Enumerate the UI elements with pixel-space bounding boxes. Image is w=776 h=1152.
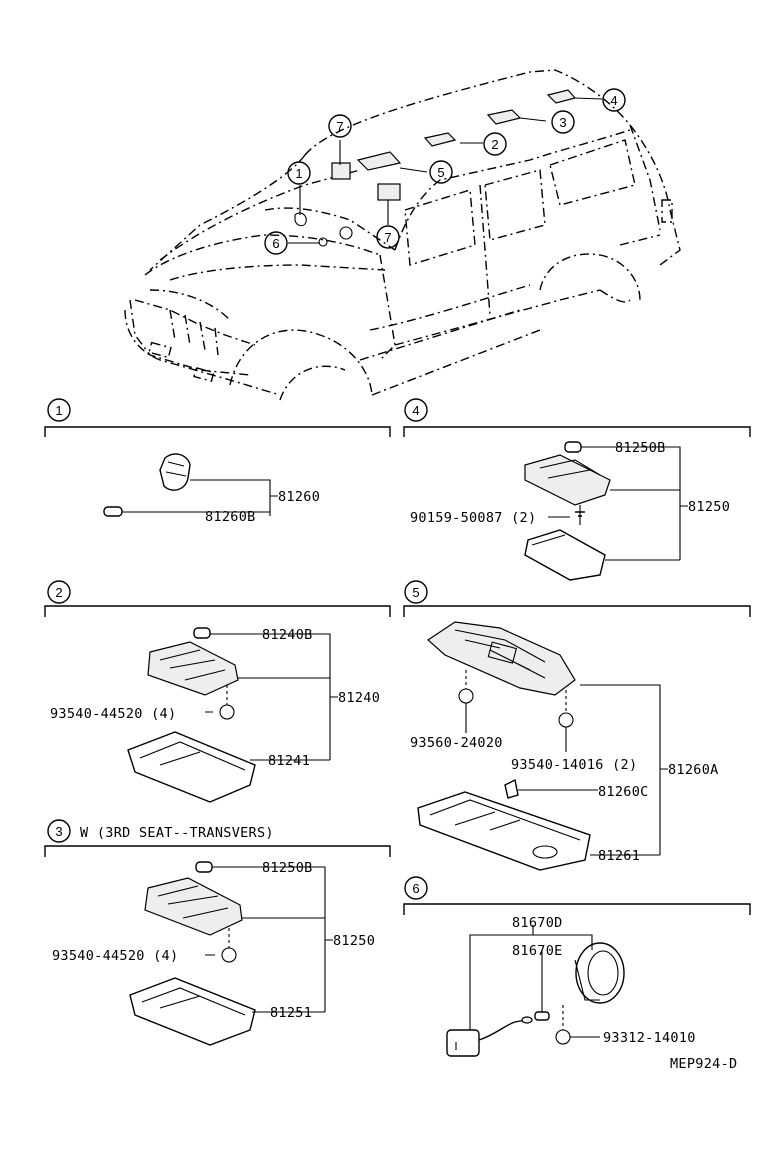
housing-part — [144, 877, 243, 936]
svg-text:4: 4 — [610, 93, 617, 108]
svg-text:93312-14010: 93312-14010 — [603, 1030, 696, 1046]
svg-text:81670E: 81670E — [512, 943, 563, 959]
svg-text:1: 1 — [55, 403, 62, 418]
callout-7-bottom: 7 — [376, 225, 400, 249]
bulb-part — [103, 506, 123, 517]
svg-text:6: 6 — [412, 881, 419, 896]
svg-text:2: 2 — [491, 137, 498, 152]
callout-6: 6 — [264, 231, 288, 255]
section-2: 2 81240B 81240 93540-44520 (4) 81241 — [44, 580, 391, 803]
bulb-part — [504, 778, 519, 799]
bulb-part — [534, 1011, 550, 1021]
svg-text:81250B: 81250B — [262, 860, 313, 876]
bulb-part — [193, 627, 211, 639]
section-5: 5 93560-24020 93540-14016 (2) 81260A 812… — [403, 580, 751, 871]
callout-4: 4 — [602, 88, 626, 112]
section-1: 1 81260 81260B — [44, 398, 391, 525]
svg-text:5: 5 — [437, 165, 444, 180]
section-4: 4 81250B 81250 90159-50087 (2) — [403, 398, 751, 581]
svg-text:93540-44520 (4): 93540-44520 (4) — [50, 706, 176, 722]
connector-part — [446, 1029, 480, 1057]
housing-part — [427, 621, 576, 696]
svg-text:81261: 81261 — [598, 848, 640, 864]
svg-text:90159-50087 (2): 90159-50087 (2) — [410, 510, 536, 526]
callout-5: 5 — [429, 160, 453, 184]
svg-text:1: 1 — [295, 166, 302, 181]
section-3-note: W (3RD SEAT--TRANSVERS) — [80, 825, 274, 841]
svg-text:5: 5 — [412, 585, 419, 600]
svg-text:3: 3 — [559, 115, 566, 130]
svg-text:2: 2 — [55, 585, 62, 600]
svg-text:6: 6 — [272, 236, 279, 251]
svg-text:81670D: 81670D — [512, 915, 563, 931]
housing-part — [147, 641, 239, 696]
svg-text:3: 3 — [55, 824, 62, 839]
socket-part — [159, 453, 191, 491]
svg-text:81250B: 81250B — [615, 440, 666, 456]
svg-text:81250: 81250 — [688, 499, 730, 515]
svg-text:93540-14016 (2): 93540-14016 (2) — [511, 757, 637, 773]
lens-part — [127, 731, 256, 803]
bulb-part — [195, 861, 213, 873]
callout-1: 1 — [287, 161, 311, 185]
svg-text:7: 7 — [384, 230, 391, 245]
housing-part — [524, 454, 611, 506]
callout-2: 2 — [483, 132, 507, 156]
vehicle-illustration — [124, 69, 681, 401]
section-3: 3 W (3RD SEAT--TRANSVERS) 81250B 81250 9… — [44, 819, 391, 1046]
svg-text:81260B: 81260B — [205, 509, 256, 525]
svg-text:7: 7 — [336, 119, 343, 134]
svg-text:81241: 81241 — [268, 753, 310, 769]
section-6: 6 81670D 81670E 93312-14010 — [403, 876, 751, 1057]
svg-text:81240B: 81240B — [262, 627, 313, 643]
svg-text:4: 4 — [412, 403, 419, 418]
callout-7-top: 7 — [328, 114, 352, 138]
svg-text:93540-44520 (4): 93540-44520 (4) — [52, 948, 178, 964]
svg-text:81260C: 81260C — [598, 784, 649, 800]
svg-text:81251: 81251 — [270, 1005, 312, 1021]
svg-text:81260: 81260 — [278, 489, 320, 505]
diagram-code: MEP924-D — [670, 1056, 737, 1072]
svg-text:93560-24020: 93560-24020 — [410, 735, 503, 751]
lens-part — [417, 791, 591, 871]
svg-text:81260A: 81260A — [668, 762, 719, 778]
svg-text:81240: 81240 — [338, 690, 380, 706]
lamp-ring-part — [575, 942, 625, 1004]
callout-3: 3 — [551, 110, 575, 134]
svg-text:81250: 81250 — [333, 933, 375, 949]
bulb-part — [564, 441, 582, 453]
lens-part — [524, 529, 606, 581]
